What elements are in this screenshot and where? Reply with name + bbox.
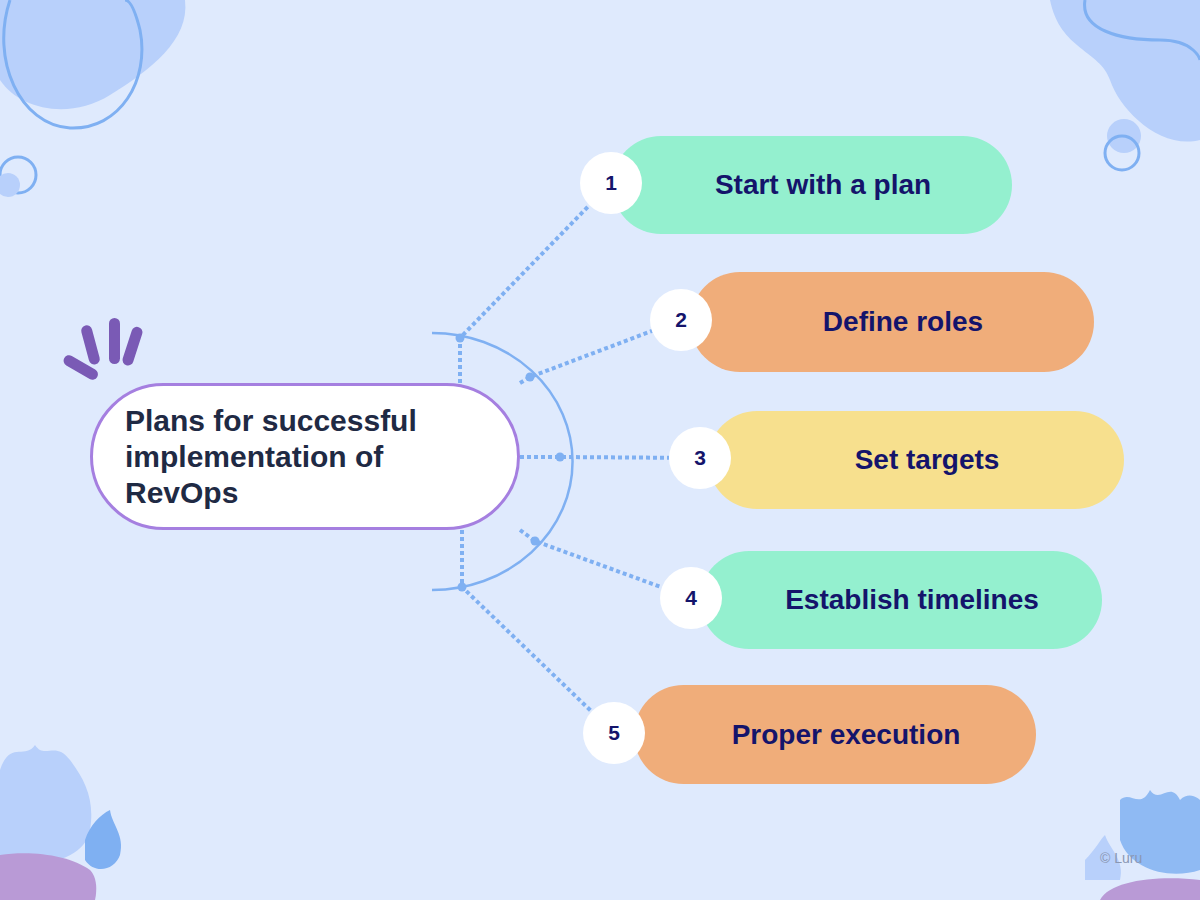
- step-label: Define roles: [823, 306, 983, 338]
- step-number-circle: 4: [660, 567, 722, 629]
- step-pill: Set targets3: [708, 411, 1124, 509]
- leaf-shape: [0, 745, 91, 864]
- corner-blob: [0, 853, 96, 900]
- step-label: Proper execution: [732, 719, 961, 751]
- arc-dot: [556, 453, 565, 462]
- step-pill: Proper execution5: [634, 685, 1036, 784]
- step-pill: Establish timelines4: [700, 551, 1102, 649]
- dotted-connector: [462, 530, 592, 712]
- step-number: 4: [685, 586, 697, 610]
- dotted-connector: [520, 530, 662, 587]
- step-label: Start with a plan: [715, 169, 931, 201]
- dotted-connector: [460, 205, 589, 383]
- topic-title: Plans for successful implementation of R…: [125, 403, 470, 511]
- corner-outline: [4, 0, 142, 128]
- step-number: 5: [608, 721, 620, 745]
- step-label: Establish timelines: [785, 584, 1039, 616]
- leaf-shape: [85, 810, 121, 869]
- accent-strokes: [62, 318, 144, 382]
- arc-dot: [526, 373, 535, 382]
- step-number: 3: [694, 446, 706, 470]
- step-label: Set targets: [855, 444, 1000, 476]
- arc-dot: [456, 334, 465, 343]
- corner-outline: [1085, 0, 1200, 60]
- step-number-circle: 1: [580, 152, 642, 214]
- dotted-connector: [520, 455, 669, 460]
- step-number-circle: 3: [669, 427, 731, 489]
- step-number-circle: 2: [650, 289, 712, 351]
- step-number: 2: [675, 308, 687, 332]
- step-pill: Define roles2: [690, 272, 1094, 372]
- topic-box: Plans for successful implementation of R…: [90, 383, 520, 530]
- corner-blob: [0, 0, 185, 109]
- dotted-connector: [520, 331, 652, 383]
- arc-dot: [458, 583, 467, 592]
- step-pill: Start with a plan1: [612, 136, 1012, 234]
- step-number-circle: 5: [583, 702, 645, 764]
- dot: [0, 173, 20, 197]
- arc-dot: [531, 537, 540, 546]
- step-number: 1: [605, 171, 617, 195]
- corner-blob: [1100, 878, 1200, 900]
- watermark: © Luru: [1100, 850, 1142, 866]
- ring: [1105, 136, 1139, 170]
